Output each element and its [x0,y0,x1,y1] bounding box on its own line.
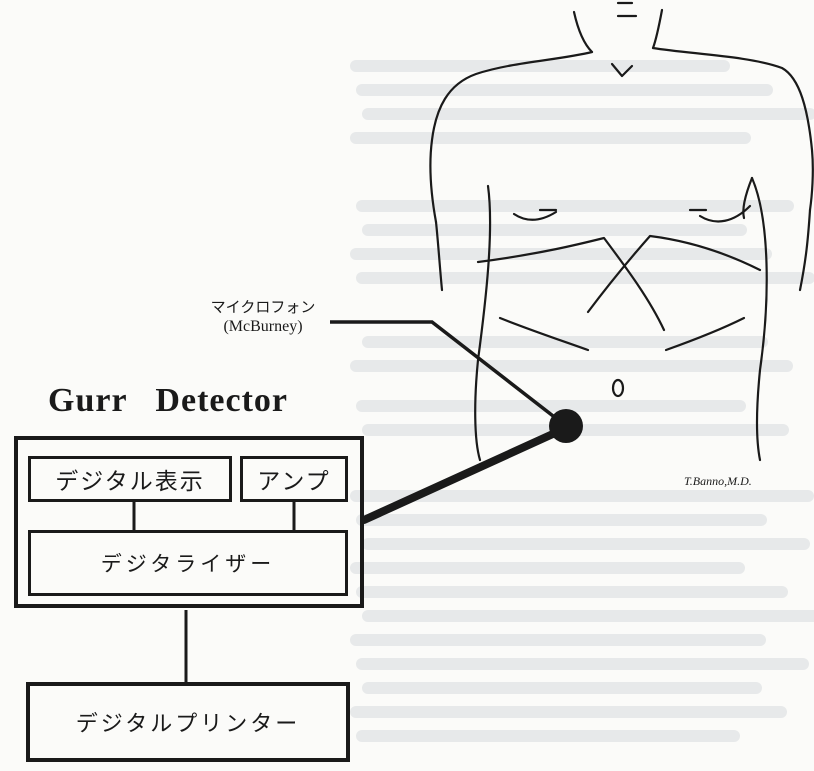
author-credit: T.Banno,M.D. [684,474,752,489]
microphone-icon [549,409,583,443]
navel [613,380,623,396]
digitizer-box: デジタライザー [28,530,348,596]
left-flank [475,186,490,460]
amp-label: アンプ [243,459,345,499]
right-shoulder [653,48,813,210]
digital-display-box: デジタル表示 [28,456,232,502]
detector-title: Gurr Detector [48,382,288,420]
right-flank [752,178,767,460]
microphone-label: マイクロフォン [168,296,358,317]
cable-to-detector [364,428,566,520]
left-shoulder [430,52,592,222]
left-pec [514,212,556,220]
microphone-location-label: (McBurney) [168,318,358,336]
label-leader-line [330,322,566,426]
digital-printer-label: デジタルプリンター [30,686,346,758]
left-arm-inner [436,222,442,290]
left-lower-rib [500,318,588,350]
torso-outline [430,3,812,460]
amp-box: アンプ [240,456,348,502]
right-lower-rib [666,318,744,350]
neck-right [653,10,662,48]
neck-left [574,12,592,52]
ribcage-right [588,236,760,312]
collar-v [612,64,632,76]
digitizer-label: デジタライザー [31,533,345,593]
digital-printer-box: デジタルプリンター [26,682,350,762]
digital-display-label: デジタル表示 [31,459,229,499]
right-arm-inner [800,210,810,290]
